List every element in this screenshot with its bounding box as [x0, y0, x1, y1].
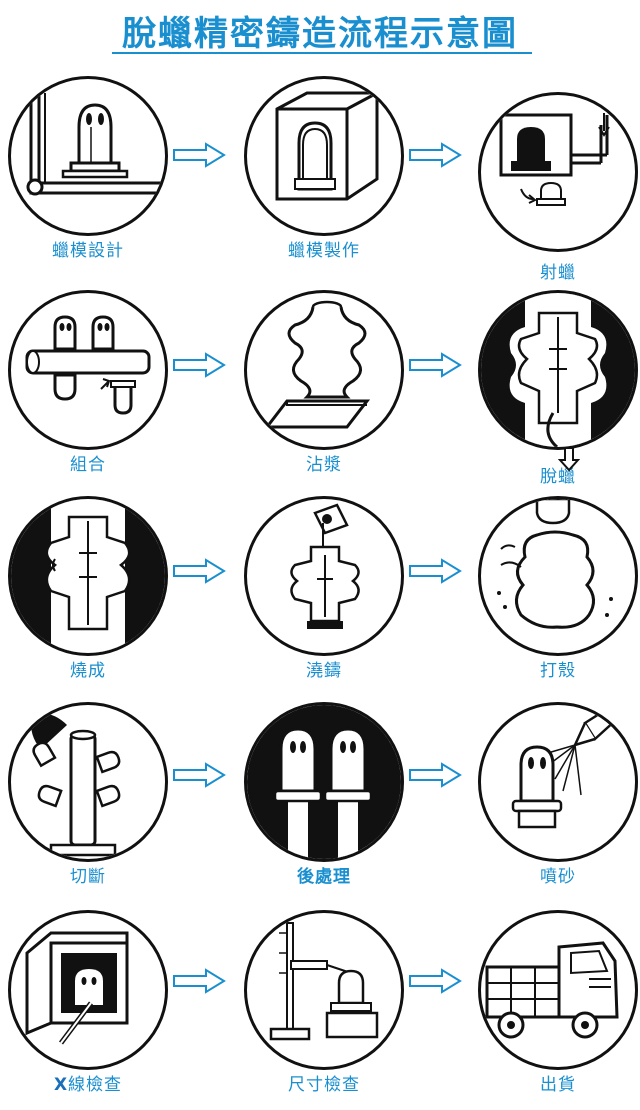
stage-wax-injection: 射蠟	[478, 92, 638, 292]
stage-label: 蠟模製作	[288, 241, 360, 261]
shell-knockout-icon	[478, 496, 638, 656]
wax-mold-making-icon	[244, 76, 404, 236]
flow-arrow-right-icon	[409, 558, 462, 584]
stage-wax-model-design: 蠟模設計	[8, 76, 168, 276]
stage-label: 後處理	[297, 867, 351, 887]
stage-firing: 燒成	[8, 496, 168, 696]
stage-label: X線檢查	[8, 1070, 168, 1095]
stage-label: 蠟模設計	[52, 241, 124, 261]
sandblasting-icon	[478, 702, 638, 862]
stage-assembly: 組合	[8, 290, 168, 490]
cutting-icon	[8, 702, 168, 862]
stage-label: 噴砂	[540, 867, 576, 887]
wax-injection-icon	[478, 92, 638, 252]
flow-arrow-down-icon	[558, 447, 580, 472]
stage-slurry-dipping: 沾漿	[244, 290, 404, 490]
stage-label: 切斷	[70, 867, 106, 887]
flow-arrow-right-icon	[409, 352, 462, 378]
flow-arrow-right-icon	[173, 968, 226, 994]
stage-shipping: 出貨	[478, 910, 638, 1110]
stage-dimension-inspection: 尺寸檢查	[244, 910, 404, 1110]
xray-inspection-icon	[8, 910, 168, 1070]
stage-post-processing: 後處理	[244, 702, 404, 902]
flow-arrow-right-icon	[409, 762, 462, 788]
stage-cutting: 切斷	[8, 702, 168, 902]
flow-arrow-right-icon	[173, 352, 226, 378]
stage-label: 脫蠟	[540, 467, 576, 487]
xray-label-prefix: X	[53, 1075, 69, 1095]
stage-xray-inspection: X線檢查	[8, 910, 168, 1110]
dimension-inspection-icon	[244, 910, 404, 1070]
pouring-icon	[244, 496, 404, 656]
flow-arrow-right-icon	[173, 142, 226, 168]
post-processing-icon	[244, 702, 404, 862]
flow-arrow-right-icon	[409, 968, 462, 994]
firing-icon	[8, 496, 168, 656]
flow-arrow-right-icon	[173, 762, 226, 788]
title-underline	[112, 52, 532, 54]
stage-dewaxing: 脫蠟	[478, 290, 638, 490]
stage-label: 尺寸檢查	[288, 1075, 360, 1095]
xray-label-text: 線檢查	[68, 1075, 123, 1095]
wax-model-design-icon	[8, 76, 168, 236]
flow-arrow-right-icon	[409, 142, 462, 168]
stage-label: 澆鑄	[306, 661, 342, 681]
stage-label: 沾漿	[306, 455, 342, 475]
dewaxing-icon	[478, 290, 638, 450]
slurry-dipping-icon	[244, 290, 404, 450]
flow-arrow-right-icon	[173, 558, 226, 584]
stage-wax-mold-making: 蠟模製作	[244, 76, 404, 276]
stage-label: 出貨	[540, 1075, 576, 1095]
diagram-title: 脫蠟精密鑄造流程示意圖	[122, 14, 518, 54]
stage-label: 打殼	[540, 661, 576, 681]
stage-label: 射蠟	[540, 263, 576, 283]
shipping-truck-icon	[478, 910, 638, 1070]
stage-shell-knockout: 打殼	[478, 496, 638, 696]
stage-label: 組合	[70, 455, 106, 475]
stage-pouring: 澆鑄	[244, 496, 404, 696]
assembly-icon	[8, 290, 168, 450]
stage-sandblasting: 噴砂	[478, 702, 638, 902]
stage-label: 燒成	[70, 661, 106, 681]
